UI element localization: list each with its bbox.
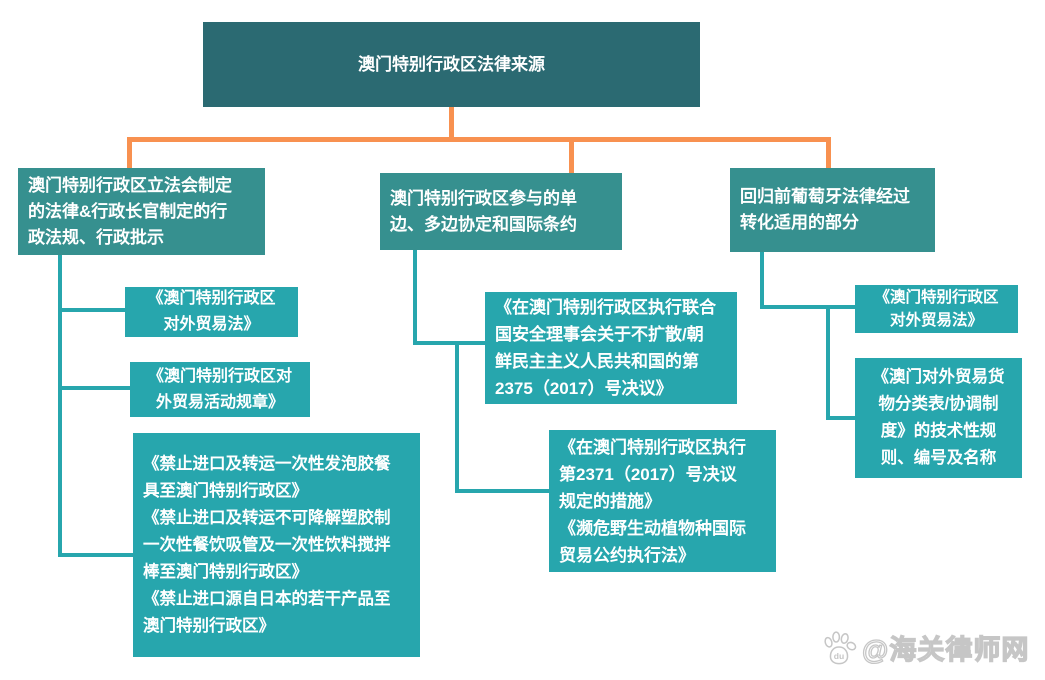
branch-node-treaties: 澳门特别行政区参与的单 边、多边协定和国际条约 bbox=[380, 173, 622, 250]
connector-middle-stub-1 bbox=[413, 341, 485, 345]
watermark-handle: @海关律师网 bbox=[861, 634, 1030, 665]
connector-drop-right-branch bbox=[826, 137, 831, 168]
child-node-foreign-trade-law-left: 《澳门特别行政区 对外贸易法》 bbox=[125, 287, 298, 337]
connector-left-stub-1 bbox=[58, 308, 125, 312]
connector-right-stub-2 bbox=[826, 416, 855, 420]
connector-drop-middle-branch bbox=[569, 137, 574, 175]
connector-root-drop bbox=[449, 107, 454, 140]
connector-right-stub-1 bbox=[760, 305, 855, 309]
connector-left-vertical bbox=[58, 255, 62, 557]
branch-node-legislation: 澳门特别行政区立法会制定 的法律&行政长官制定的行 政法规、行政批示 bbox=[18, 168, 265, 255]
child-node-resolution-2371-cites: 《在澳门特别行政区执行 第2371（2017）号决议 规定的措施》 《濒危野生动… bbox=[549, 430, 776, 572]
connector-right-vertical-1 bbox=[760, 252, 764, 309]
branch-node-portuguese-law: 回归前葡萄牙法律经过 转化适用的部分 bbox=[730, 168, 935, 252]
child-node-foreign-trade-law-right: 《澳门特别行政区 对外贸易法》 bbox=[855, 285, 1018, 333]
connector-drop-left-branch bbox=[127, 137, 132, 168]
root-node-law-sources: 澳门特别行政区法律来源 bbox=[203, 22, 700, 107]
child-node-resolution-2375: 《在澳门特别行政区执行联合 国安全理事会关于不扩散/朝 鲜民主主义人民共和国的第… bbox=[485, 292, 737, 404]
connector-left-stub-3 bbox=[58, 553, 133, 557]
child-node-classification-table: 《澳门对外贸易货 物分类表/协调制 度》的技术性规 则、编号及名称 bbox=[855, 358, 1022, 478]
connector-right-vertical-2 bbox=[826, 305, 830, 420]
watermark: du @海关律师网 bbox=[820, 628, 1029, 667]
baidu-paw-icon: du bbox=[824, 630, 857, 664]
connector-middle-vertical-2 bbox=[455, 341, 459, 493]
child-node-import-prohibitions: 《禁止进口及转运一次性发泡胶餐 具至澳门特别行政区》 《禁止进口及转运不可降解塑… bbox=[133, 433, 420, 657]
connector-middle-vertical-1 bbox=[413, 250, 417, 345]
child-node-foreign-trade-regulations: 《澳门特别行政区对 外贸易活动规章》 bbox=[130, 362, 310, 417]
svg-text:du: du bbox=[834, 650, 844, 660]
connector-main-horizontal bbox=[127, 137, 831, 142]
connector-left-stub-2 bbox=[58, 386, 130, 390]
connector-middle-stub-2 bbox=[455, 489, 549, 493]
